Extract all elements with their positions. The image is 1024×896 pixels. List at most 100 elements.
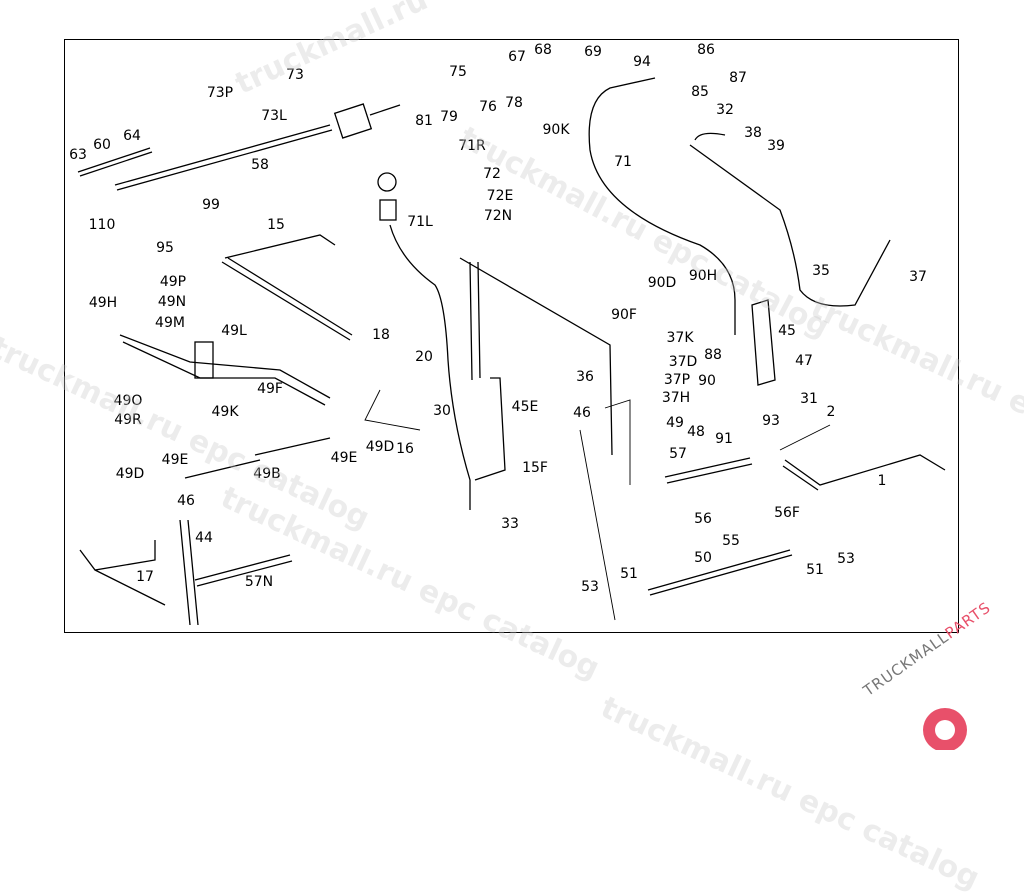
callout-label: 57: [669, 446, 687, 462]
callout-label: 49E: [161, 452, 189, 468]
callout-label: 49E: [330, 450, 358, 466]
callout-label: 60: [93, 137, 111, 153]
callout-label: 69: [584, 44, 602, 60]
callout-label: 71L: [407, 214, 433, 230]
callout-label: 37: [909, 269, 927, 285]
callout-label: 46: [573, 405, 591, 421]
callout-label: 37H: [661, 390, 691, 406]
callout-label: 53: [581, 579, 599, 595]
callout-label: 90H: [688, 268, 718, 284]
callout-label: 39: [767, 138, 785, 154]
callout-label: 31: [800, 391, 818, 407]
spring-57: [664, 457, 753, 484]
callout-label: 38: [744, 125, 762, 141]
callout-label: 49: [666, 415, 684, 431]
callout-label: 90K: [542, 122, 570, 138]
callout-label: 15F: [522, 460, 548, 476]
leader-lines: [364, 389, 831, 621]
callout-label: 30: [433, 403, 451, 419]
bracket-17: [79, 540, 166, 606]
callout-label: 72E: [486, 188, 514, 204]
callout-label: 72N: [483, 208, 513, 224]
callout-label: 86: [697, 42, 715, 58]
callout-label: 73L: [261, 108, 287, 124]
callout-label: 17: [136, 569, 154, 585]
callout-label: 15: [267, 217, 285, 233]
knob-71l: [377, 172, 397, 221]
callout-label: 49N: [157, 294, 187, 310]
callout-label: 46: [177, 493, 195, 509]
rod-49b: [184, 437, 331, 479]
callout-label: 88: [704, 347, 722, 363]
callout-label: 50: [694, 550, 712, 566]
cable-71: [588, 77, 736, 335]
cable-58: [114, 103, 401, 191]
diagram-frame: [64, 39, 959, 633]
callout-label: 94: [633, 54, 651, 70]
callout-label: 20: [415, 349, 433, 365]
callout-label: 35: [812, 263, 830, 279]
callout-label: 95: [156, 240, 174, 256]
callout-label: 71R: [458, 138, 486, 154]
callout-label: 63: [69, 147, 87, 163]
callout-label: 49F: [257, 381, 283, 397]
callout-label: 36: [576, 369, 594, 385]
callout-label: 67: [508, 49, 526, 65]
callout-label: 16: [396, 441, 414, 457]
lever-45: [751, 299, 776, 386]
callout-label: 51: [806, 562, 824, 578]
callout-label: 75: [449, 64, 467, 80]
callout-label: 49D: [115, 466, 145, 482]
callout-label: 49D: [365, 439, 395, 455]
callout-label: 55: [722, 533, 740, 549]
callout-label: 56: [694, 511, 712, 527]
bar-44: [179, 519, 199, 626]
callout-label: 73P: [206, 85, 234, 101]
callout-label: 91: [715, 431, 733, 447]
callout-label: 47: [795, 353, 813, 369]
callout-label: 32: [716, 102, 734, 118]
callout-label: 57N: [244, 574, 274, 590]
callout-label: 68: [534, 42, 552, 58]
parts-diagram: [77, 77, 946, 626]
callout-label: 44: [195, 530, 213, 546]
part-63-60-64: [77, 147, 153, 177]
callout-label: 49L: [221, 323, 247, 339]
callout-label: 93: [762, 413, 780, 429]
callout-label: 56F: [774, 505, 800, 521]
callout-label: 53: [837, 551, 855, 567]
callout-label: 49O: [113, 393, 143, 409]
callout-label: 37P: [663, 372, 691, 388]
callout-label: 79: [440, 109, 458, 125]
callout-label: 99: [202, 197, 220, 213]
callout-label: 49R: [114, 412, 142, 428]
callout-label: 1: [877, 473, 887, 489]
callout-label: 90D: [647, 275, 677, 291]
callout-label: 49P: [159, 274, 187, 290]
callout-label: 45: [778, 323, 796, 339]
callout-label: 110: [88, 217, 116, 233]
callout-label: 51: [620, 566, 638, 582]
callout-label: 45E: [511, 399, 539, 415]
callout-label: 49M: [155, 315, 185, 331]
callout-label: 18: [372, 327, 390, 343]
rod-1: [782, 454, 946, 491]
spring-57n: [194, 554, 293, 587]
callout-label: 71: [614, 154, 632, 170]
callout-label: 76: [479, 99, 497, 115]
callout-label: 37K: [666, 330, 694, 346]
callout-label: 72: [483, 166, 501, 182]
callout-label: 49H: [88, 295, 118, 311]
gear-logo-icon: [923, 708, 967, 752]
lever-45e: [474, 377, 506, 481]
callout-label: 90F: [611, 307, 637, 323]
callout-label: 64: [123, 128, 141, 144]
bar-35: [689, 132, 891, 307]
callout-label: 87: [729, 70, 747, 86]
callout-label: 37D: [668, 354, 698, 370]
callout-label: 58: [251, 157, 269, 173]
callout-label: 49B: [253, 466, 281, 482]
callout-label: 48: [687, 424, 705, 440]
callout-label: 2: [826, 404, 836, 420]
callout-label: 78: [505, 95, 523, 111]
